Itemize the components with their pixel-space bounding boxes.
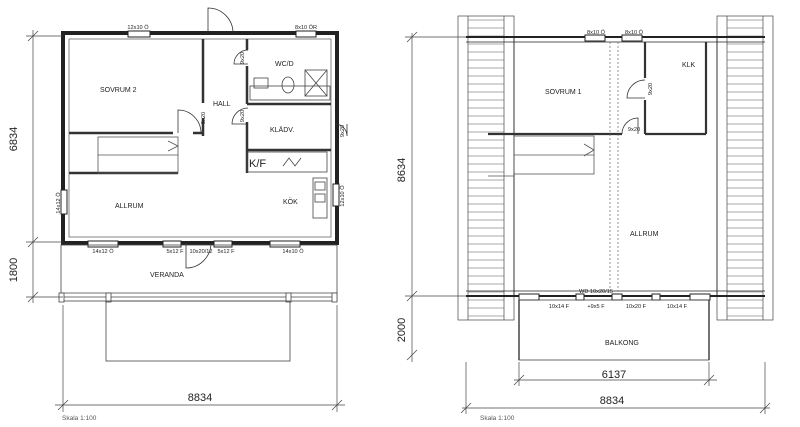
- upper-doors: [621, 79, 646, 135]
- roof-panel-left: [457, 15, 515, 321]
- dim-upper-height-balkong: 2000: [396, 318, 408, 342]
- scale-label-ground: Skala 1:100: [62, 415, 97, 422]
- label-upper-win-top-1: 8x10 Ö: [587, 29, 606, 36]
- room-label-kladv: KLÄDV.: [270, 126, 294, 134]
- roof-ridge-line: [609, 42, 619, 291]
- label-door-sovrum: 9x20: [201, 112, 207, 124]
- upper-stairs: [488, 135, 595, 177]
- label-upper-win-top-2: 8x10 Ö: [625, 29, 644, 36]
- room-label-kok: KÖK: [283, 198, 298, 206]
- label-win-bottom-4: 5x12 F: [217, 249, 235, 255]
- label-upper-door-sovrum: 9x20: [628, 127, 640, 133]
- label-door-hall-left: 9x20: [240, 52, 246, 64]
- room-label-kf: K/F: [249, 158, 266, 170]
- roof-panel-stripes: [468, 19, 763, 317]
- dim-upper-width-balkong: 6137: [602, 369, 626, 381]
- ground-floor-plan: SOVRUM 2 HALL WC/D KLÄDV. K/F ALLRUM KÖK…: [8, 7, 348, 422]
- ground-windows: [60, 30, 340, 248]
- room-label-hall: HALL: [213, 101, 231, 108]
- label-upper-win-b3: 10x20 F: [626, 304, 647, 310]
- dim-upper-width: 8834: [600, 395, 624, 407]
- dim-height-main: 6834: [8, 127, 20, 151]
- ground-doors: [177, 7, 348, 269]
- roof-panel-right: [716, 15, 774, 321]
- upper-windows: [518, 34, 711, 301]
- label-upper-win-b4: 10x14 F: [667, 304, 688, 310]
- room-label-balkong: BALKONG: [605, 340, 639, 347]
- room-label-allrum-upper: ALLRUM: [630, 231, 659, 238]
- ground-interior-walls: [69, 39, 331, 175]
- label-upper-wd: WD 10x20/15: [579, 289, 613, 295]
- label-win-bottom-2: 5x12 F: [166, 249, 184, 255]
- label-upper-win-b1: 10x14 F: [549, 304, 570, 310]
- upper-dimension-lines: [405, 31, 771, 414]
- label-win-right: 12x10 Ö: [339, 185, 346, 207]
- label-upper-win-b2: +9x5 F: [587, 304, 605, 310]
- label-win-bottom-1: 14x12 Ö: [92, 248, 114, 255]
- label-win-top-right: 8x10 ÖR: [295, 24, 317, 31]
- room-label-allrum: ALLRUM: [115, 203, 144, 210]
- label-door-top: 10x20: [216, 31, 231, 37]
- room-label-sovrum2: SOVRUM 2: [100, 87, 137, 94]
- wc-fixtures: [249, 69, 331, 101]
- ground-stairs: [97, 136, 179, 174]
- room-label-veranda: VERANDA: [150, 272, 184, 279]
- scale-label-upper: Skala 1:100: [480, 415, 515, 422]
- ground-outer-walls: [61, 31, 339, 245]
- room-label-klk: KLK: [682, 62, 696, 69]
- label-win-bottom-5: 14x10 Ö: [282, 248, 304, 255]
- label-win-top-left: 12x10 Ö: [127, 24, 149, 31]
- label-door-kladv: 9x20: [340, 125, 346, 137]
- label-win-bottom-3: 10x20/12: [189, 249, 212, 255]
- label-door-wc: 9x20: [240, 110, 246, 122]
- label-upper-door-klk: 9x20: [648, 83, 654, 95]
- label-win-left: 14x12 Ö: [55, 192, 62, 214]
- upper-interior-walls: [488, 42, 708, 136]
- room-label-wc: WC/D: [275, 61, 294, 68]
- veranda: [58, 244, 338, 362]
- room-label-sovrum1: SOVRUM 1: [545, 89, 582, 96]
- dim-height-veranda: 1800: [8, 258, 20, 282]
- dim-width: 8834: [188, 392, 212, 404]
- balkong: [518, 299, 710, 361]
- ground-dimension-lines: [26, 30, 345, 412]
- upper-outer-walls: [466, 36, 765, 297]
- kitchen-counter: [246, 151, 328, 219]
- dim-upper-height-main: 8634: [396, 158, 408, 182]
- upper-floor-plan: SOVRUM 1 KLK ALLRUM BALKONG 8x10 Ö 8x10 …: [396, 15, 774, 422]
